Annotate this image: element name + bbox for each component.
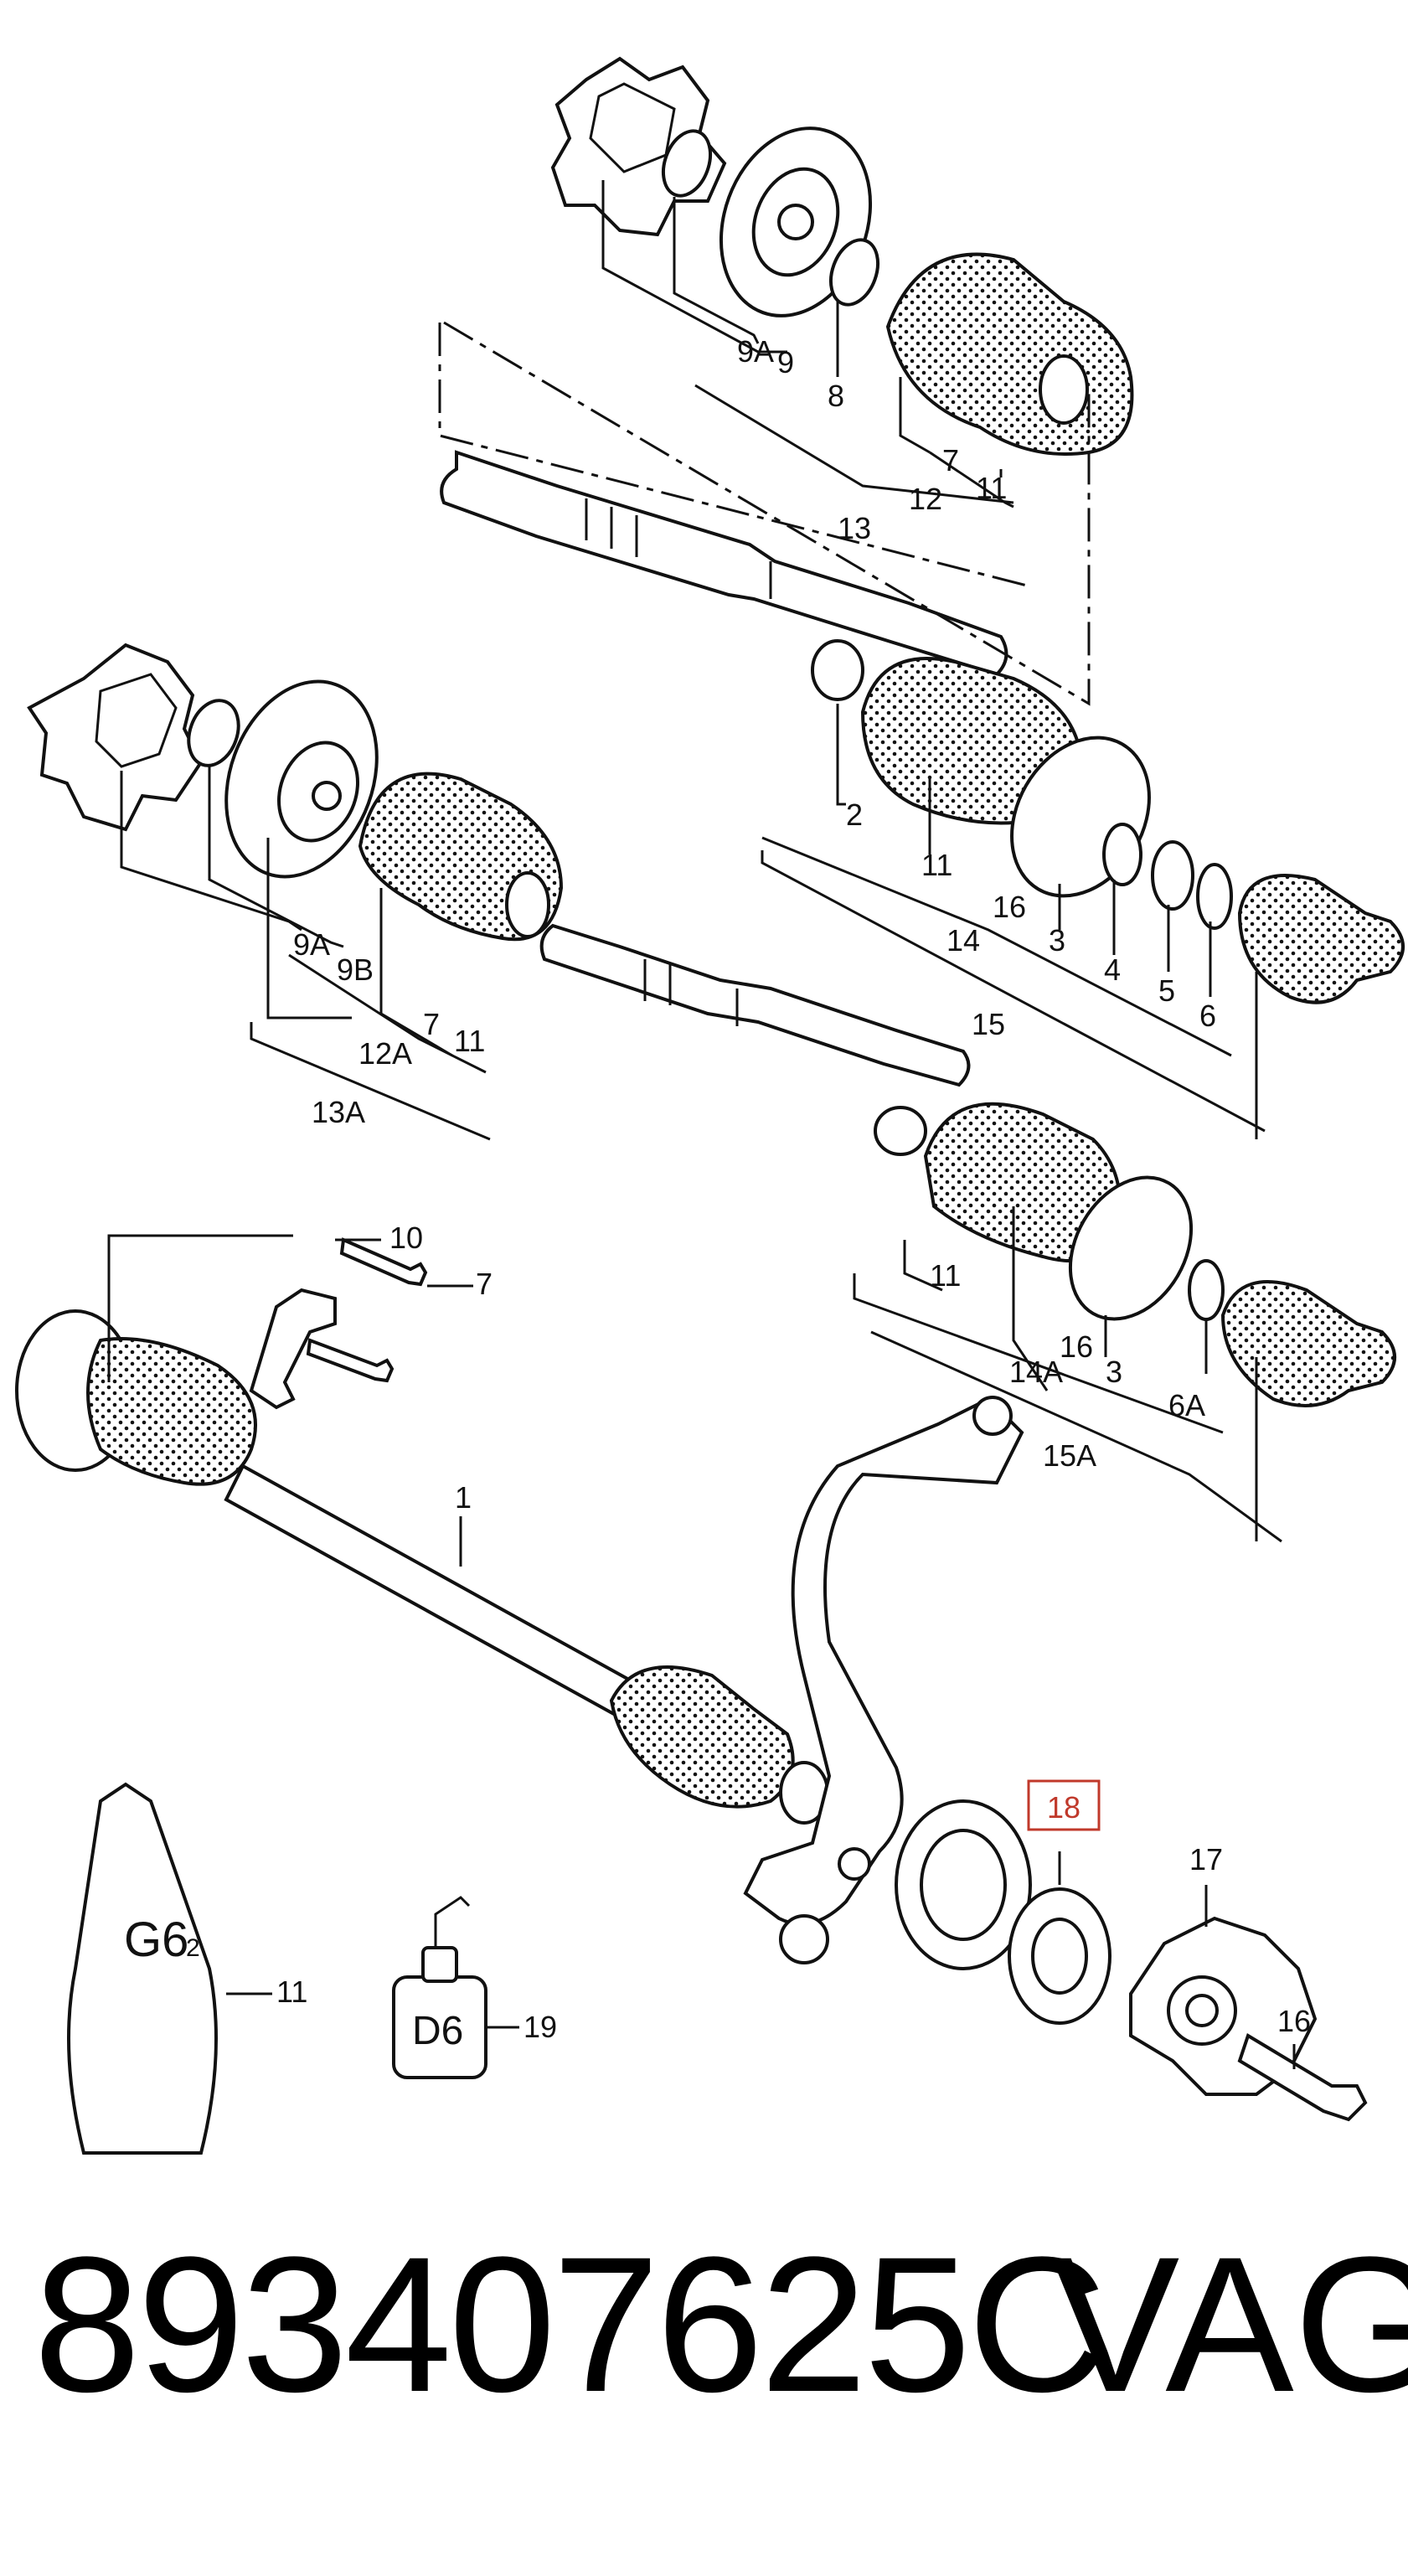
callout-7: 7 (476, 1267, 493, 1301)
callout-19: 19 (523, 2010, 557, 2044)
callout-2: 2 (846, 798, 863, 832)
callout-16: 16 (1277, 2004, 1311, 2038)
callout-15: 15 (972, 1007, 1005, 1041)
callout-9B: 9B (337, 952, 374, 987)
circlip-part (1196, 863, 1233, 930)
shaft-part (539, 923, 971, 1087)
highlight-box (1027, 1779, 1101, 1831)
callout-8: 8 (828, 379, 844, 413)
brand-name: VAG (1051, 2217, 1408, 2432)
middle-shaft-assembly (27, 639, 1405, 1407)
bolt-part (306, 1338, 395, 1383)
bolt-part (339, 1237, 428, 1287)
exploded-drive-shaft-diagram: 9A 9 8 7 12 11 13 2 11 16 3 4 5 6 14 15 … (15, 56, 1405, 2155)
seal-ring-part (828, 238, 880, 307)
callout-11: 11 (921, 848, 952, 882)
bracket-part (249, 1288, 337, 1410)
callouts: 9A 9 8 7 12 11 13 2 11 16 3 4 5 6 14 15 … (276, 334, 1311, 2044)
footer: 893407625C VAG (0, 2228, 1408, 2530)
gasket-part (27, 643, 204, 832)
outer-cv-part (1220, 1280, 1396, 1407)
callout-6: 6 (1199, 999, 1216, 1033)
callout-11: 11 (930, 1258, 961, 1293)
callout-14A: 14A (1009, 1355, 1063, 1389)
callout-9: 9 (777, 345, 794, 379)
callout-12: 12 (909, 482, 942, 516)
shaft-part (440, 450, 1008, 677)
callout-9A: 9A (737, 334, 774, 369)
clamp-part (874, 1106, 927, 1156)
boot-part (609, 1665, 795, 1809)
bottom-leader-lines (107, 1234, 1296, 2069)
seal-part (1151, 840, 1194, 911)
clamp-part (811, 639, 864, 701)
circlip-part (661, 129, 713, 198)
oil-bottle-label: D6 (412, 2009, 463, 2053)
circlip-part (1188, 1259, 1225, 1321)
grease-tube-label: G6 (124, 1913, 188, 1967)
callout-17: 17 (1189, 1842, 1223, 1877)
callout-16: 16 (1060, 1329, 1093, 1364)
callout-7: 7 (423, 1007, 440, 1041)
callout-11: 11 (454, 1024, 485, 1058)
callout-14: 14 (946, 923, 980, 958)
callout-9A: 9A (293, 927, 330, 962)
top-leader-lines (438, 180, 1091, 706)
drive-shaft-part (224, 1464, 639, 1720)
callout-5: 5 (1158, 973, 1175, 1008)
boot-part (885, 252, 1134, 456)
callout-16: 16 (993, 890, 1026, 924)
part-number: 893407625C (34, 2217, 1106, 2432)
callout-18: 18 (1047, 1790, 1080, 1825)
grease-tube-sublabel: 2 (186, 1934, 200, 1962)
grease-tube (67, 1782, 218, 2155)
top-shaft-assembly (440, 56, 1134, 677)
boot-part (86, 1337, 257, 1486)
callout-13: 13 (838, 511, 871, 545)
callout-12A: 12A (358, 1036, 412, 1071)
callout-7: 7 (942, 443, 959, 478)
circlip-part (187, 699, 240, 767)
callout-3: 3 (1049, 923, 1065, 958)
ring-part (1102, 823, 1142, 886)
callout-11: 11 (976, 471, 1007, 505)
clamp-part (1068, 1175, 1194, 1321)
bottom-assembly (15, 1237, 1368, 2155)
steering-knuckle-part (743, 1396, 1024, 1926)
middle-leader-lines (120, 704, 1282, 1543)
callout-3: 3 (1106, 1355, 1122, 1389)
callout-11: 11 (276, 1975, 307, 2009)
callout-4: 4 (1104, 952, 1121, 987)
callout-10: 10 (389, 1221, 423, 1255)
callout-13A: 13A (312, 1095, 365, 1129)
hub-bolt-part (1237, 2033, 1368, 2122)
callout-15A: 15A (1043, 1438, 1096, 1473)
outer-cv-part (1237, 874, 1405, 1004)
callout-1: 1 (455, 1480, 472, 1515)
callout-6A: 6A (1168, 1388, 1205, 1422)
